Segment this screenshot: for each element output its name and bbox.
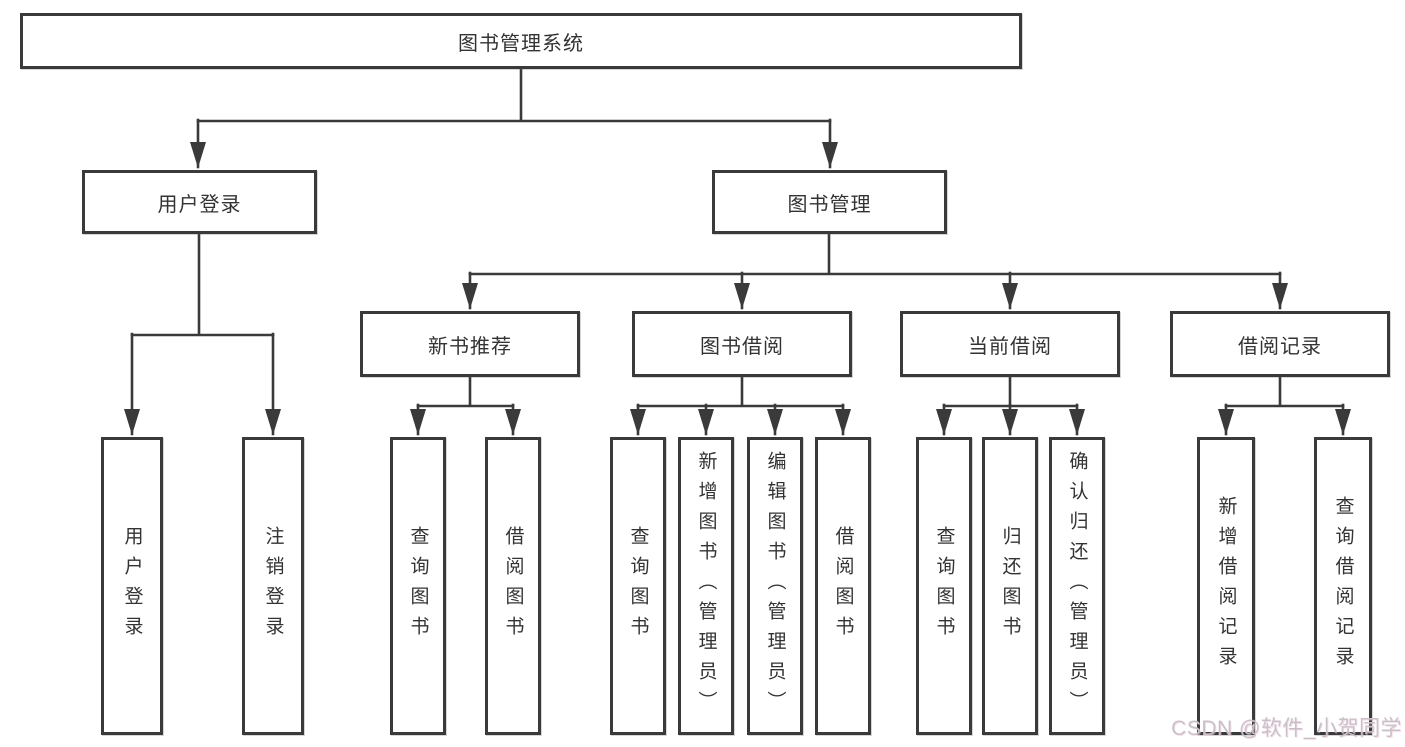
node-current-borrow: 当前借阅 [900,311,1120,377]
leaf-return-book: 归还图书 [982,437,1038,735]
leaf-edit-book-admin: 编辑图书（管理员） [747,437,803,735]
leaf-borrow-books-recommend: 借阅图书 [485,437,541,735]
connector-book-management [462,232,1288,310]
connector-root [190,67,838,169]
node-root-system: 图书管理系统 [20,13,1022,69]
leaf-search-books-recommend: 查询图书 [390,437,446,735]
leaf-borrow-books: 借阅图书 [815,437,871,735]
leaf-user-login: 用户登录 [101,437,163,735]
node-user-login: 用户登录 [82,170,317,234]
node-book-borrow: 图书借阅 [632,311,852,377]
leaf-search-books-borrow: 查询图书 [610,437,666,735]
leaf-add-book-admin: 新增图书（管理员） [678,437,734,735]
leaf-add-borrow-record: 新增借阅记录 [1197,437,1255,735]
csdn-watermark: CSDN @软件_小贺同学 [1171,717,1402,740]
leaf-search-books-current: 查询图书 [916,437,972,735]
leaf-confirm-return-admin: 确认归还（管理员） [1049,437,1105,735]
connector-user-login [124,232,281,436]
connector-current-borrow [936,375,1085,436]
node-new-book-recommend: 新书推荐 [360,311,580,377]
node-book-management: 图书管理 [712,170,947,234]
connector-borrow-records [1218,375,1351,436]
leaf-search-borrow-record: 查询借阅记录 [1314,437,1372,735]
connector-new-book-recommend [410,375,521,436]
leaf-logout: 注销登录 [242,437,304,735]
node-borrow-records: 借阅记录 [1170,311,1390,377]
connector-book-borrow [630,375,851,436]
